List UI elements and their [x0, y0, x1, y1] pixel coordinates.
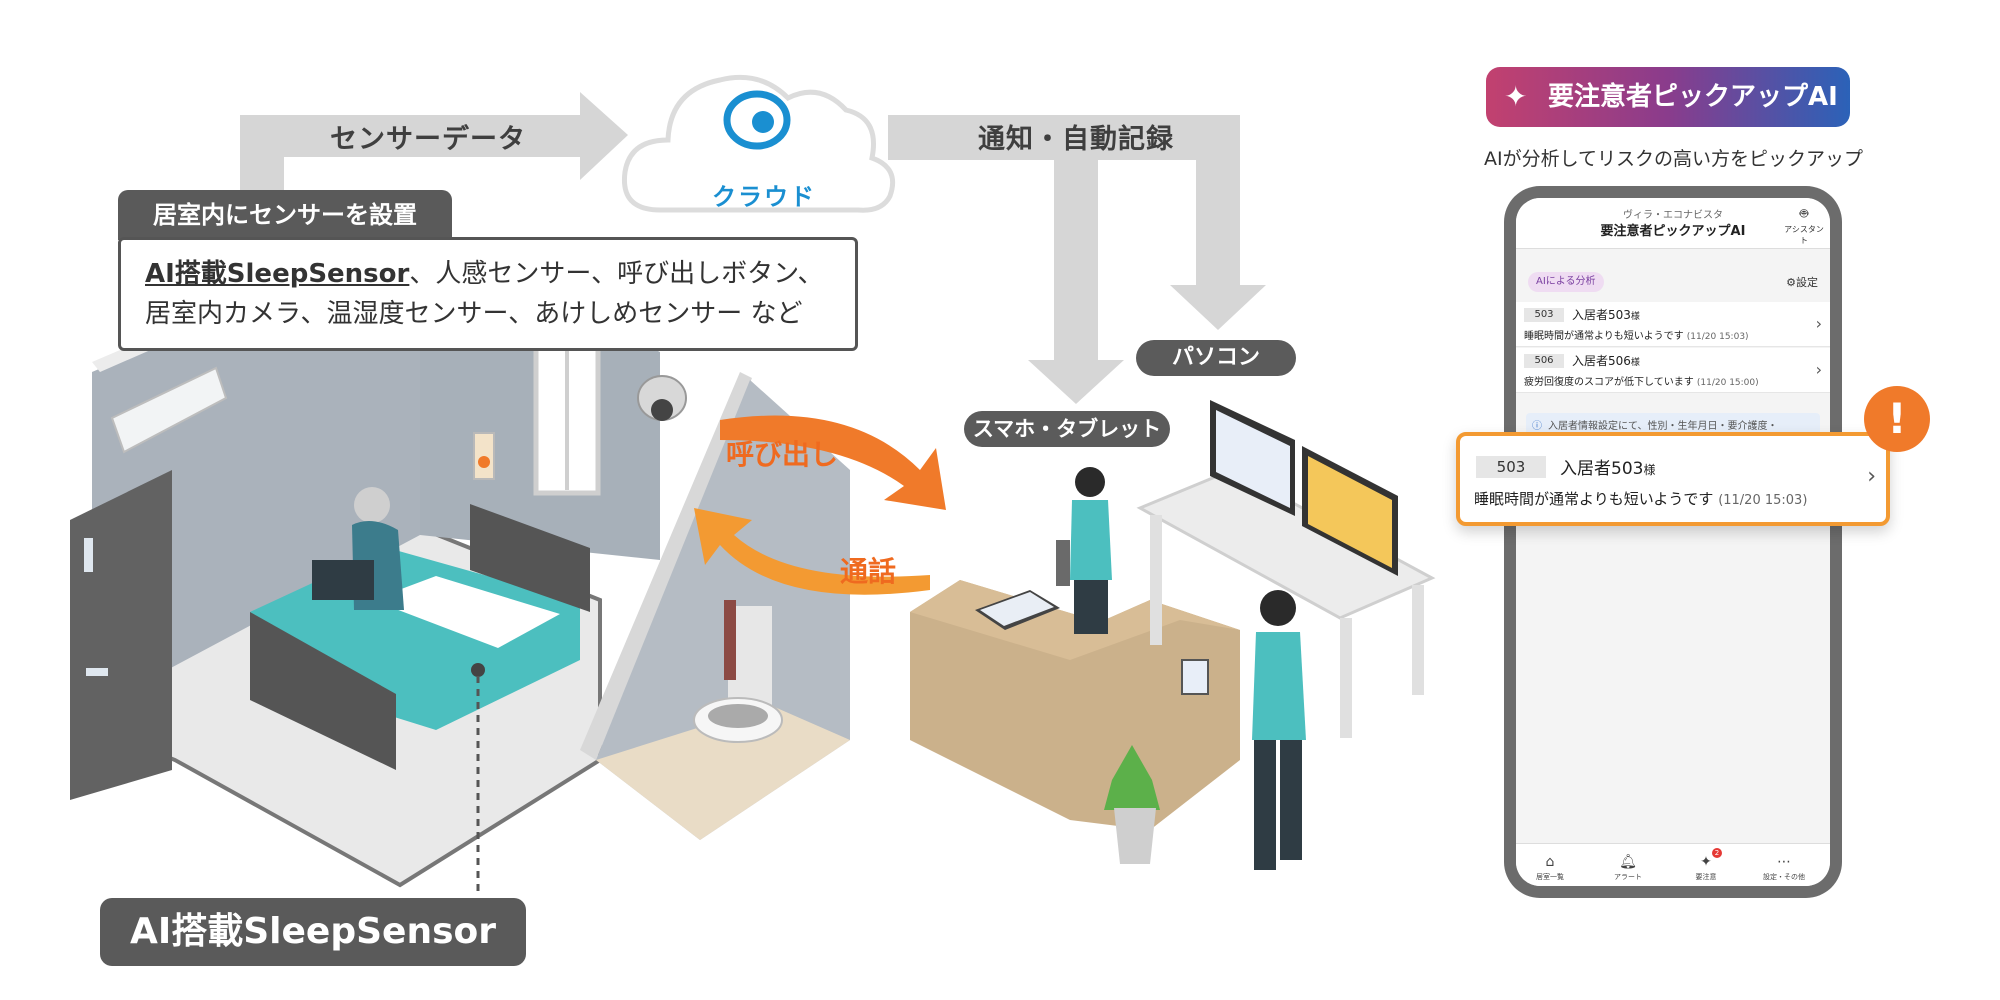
sleep-sensor-label: AI搭載SleepSensor [100, 898, 526, 966]
room-number: 506 [1524, 354, 1564, 368]
resident-message: 睡眠時間が通常よりも短いようです (11/20 15:03) [1474, 490, 1808, 508]
room-number: 503 [1476, 456, 1546, 478]
tab-alerts[interactable]: 🔔︎アラート [1598, 854, 1658, 882]
sensor-list-box: AI搭載SleepSensor、人感センサー、呼び出しボタン、 居室内カメラ、温… [118, 237, 858, 351]
sensor-install-tab: 居室内にセンサーを設置 [118, 190, 452, 240]
sparkle-icon: ✦ [1504, 80, 1528, 113]
call-label: 呼び出し [726, 438, 839, 471]
resident-message: 疲労回復度のスコアが低下しています (11/20 15:00) [1524, 377, 1759, 388]
chevron-right-icon: › [1815, 360, 1822, 379]
assistant-button[interactable]: 🤖︎ アシスタント [1784, 204, 1824, 246]
tab-badge: 2 [1712, 848, 1722, 858]
chevron-right-icon: › [1815, 314, 1822, 333]
talk-label: 通話 [840, 555, 897, 588]
more-icon: ⋯ [1777, 854, 1791, 870]
staff-illustration [910, 400, 1436, 870]
home-icon: ⌂ [1545, 854, 1555, 870]
app-title: 要注意者ピックアップAI [1600, 224, 1746, 239]
cloud-logo [723, 90, 791, 150]
door [70, 470, 172, 800]
resident-name: 入居者503様 [1560, 459, 1656, 479]
settings-link[interactable]: ⚙設定 [1786, 276, 1818, 289]
notify-label: 通知・自動記録 [978, 124, 1174, 155]
ai-badge-label: 要注意者ピックアップAI [1548, 82, 1838, 112]
highlighted-resident-card[interactable]: 503 入居者503様 睡眠時間が通常よりも短いようです (11/20 15:0… [1456, 432, 1890, 526]
resident-row[interactable]: 506 入居者506様 疲労回復度のスコアが低下しています (11/20 15:… [1516, 348, 1830, 393]
tab-settings-other[interactable]: ⋯設定・その他 [1754, 854, 1814, 882]
assistant-label: アシスタント [1784, 225, 1824, 245]
sparkle-icon: ✦ [1700, 854, 1712, 870]
resident-message: 睡眠時間が通常よりも短いようです (11/20 15:03) [1524, 331, 1749, 342]
notify-arrow [888, 115, 1266, 404]
ai-subtitle: AIが分析してリスクの高い方をピックアップ [1484, 148, 1864, 170]
info-icon: ⓘ [1532, 421, 1542, 432]
sensor-list-line1: AI搭載SleepSensor、人感センサー、呼び出しボタン、 [145, 254, 831, 294]
bell-icon: 🔔︎ [1619, 854, 1637, 870]
phone-screen: ヴィラ・エコナビスタ 要注意者ピックアップAI 🤖︎ アシスタント AIによる分… [1516, 198, 1830, 886]
app-header: ヴィラ・エコナビスタ 要注意者ピックアップAI 🤖︎ アシスタント [1516, 198, 1830, 249]
pc-pill: パソコン [1136, 340, 1296, 376]
smartphone-pill: スマホ・タブレット [964, 411, 1170, 447]
facility-name: ヴィラ・エコナビスタ [1623, 210, 1723, 221]
tab-room-list[interactable]: ⌂居室一覧 [1520, 854, 1580, 882]
resident-row[interactable]: 503 入居者503様 睡眠時間が通常よりも短いようです (11/20 15:0… [1516, 302, 1830, 347]
sensor-list-rest: 、人感センサー、呼び出しボタン、 [409, 259, 824, 289]
room-number: 503 [1524, 308, 1564, 322]
resident-name: 入居者506様 [1572, 354, 1640, 368]
robot-icon: 🤖︎ [1799, 206, 1809, 222]
cloud-label: クラウド [712, 183, 816, 211]
ai-analysis-chip: AIによる分析 [1528, 272, 1604, 292]
sensor-data-arrow [240, 92, 628, 195]
sensor-data-label: センサーデータ [330, 124, 526, 155]
ai-pickup-badge: ✦ 要注意者ピックアップAI [1486, 67, 1850, 127]
chevron-right-icon: › [1867, 464, 1876, 489]
call-arrows [694, 415, 946, 595]
alert-icon: ! [1864, 386, 1930, 452]
sleep-sensor-highlight: AI搭載SleepSensor [145, 259, 410, 289]
sensor-list-line2: 居室内カメラ、温湿度センサー、あけしめセンサー など [145, 299, 803, 329]
resident-name: 入居者503様 [1572, 308, 1640, 322]
